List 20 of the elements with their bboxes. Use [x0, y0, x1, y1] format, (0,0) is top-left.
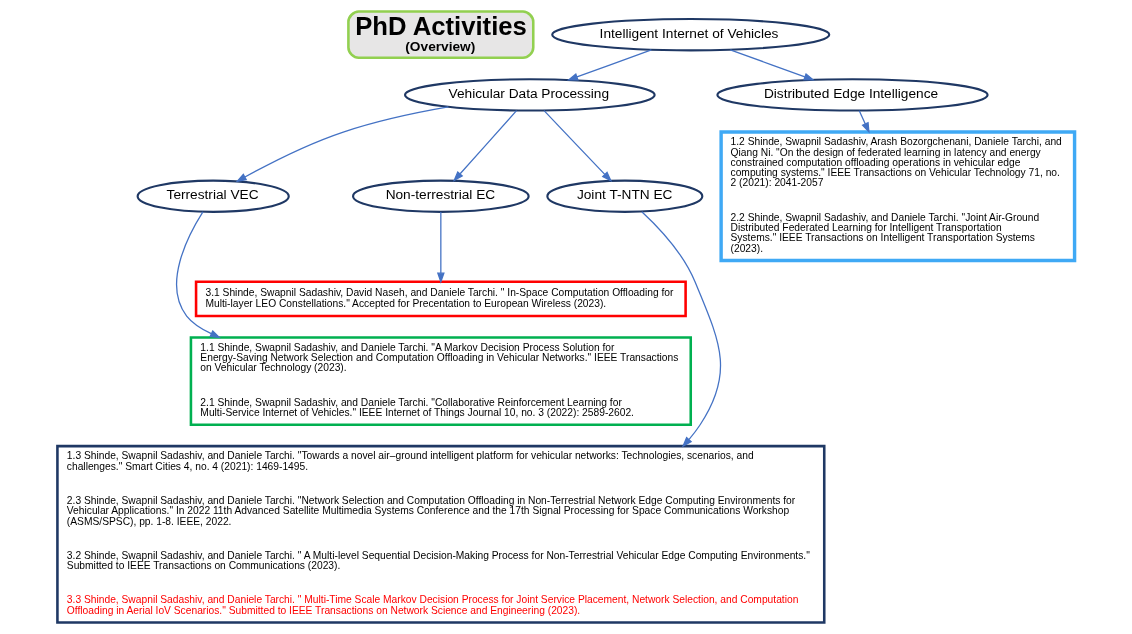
- arrow: [235, 106, 449, 183]
- node-ellipse: Terrestrial VEC: [136, 179, 290, 213]
- node-box: PhD Activities (Overview): [347, 10, 535, 60]
- arrow: [543, 110, 613, 183]
- node-ellipse: Intelligent Internet of Vehicles: [551, 17, 831, 52]
- node-ellipse: Non-terrestrial EC: [352, 179, 530, 213]
- node-ellipse: Vehicular Data Processing: [403, 78, 656, 112]
- node-ellipse: Distributed Edge Intelligence: [716, 78, 989, 112]
- arrow: [641, 211, 722, 448]
- arrow: [452, 110, 518, 182]
- node-ellipse: Joint T-NTN EC: [546, 179, 704, 213]
- arrow: [729, 49, 815, 81]
- arrow: [566, 49, 652, 81]
- arrow: [858, 110, 870, 134]
- arrow: [176, 211, 222, 339]
- node-box: 1.1 Shinde, Swapnil Sadashiv, and Daniele Tarchi. "A Markov Decision Process Solution for Energy-Saving Network Selection and Computation Offloading in Vehicular Networks." IEEE Transactions on Vehicular Technology (2023). 2.1 Shinde, Swapnil Sadashiv, and Daniele Tarchi. "Collaborative Reinforcement Learning for Multi-Service Internet of Vehicles." IEEE Internet of Things Journal 10, no. 3 (2022): 2589-2602.: [189, 336, 693, 427]
- arrow: [436, 211, 445, 284]
- node-box: 3.1 Shinde, Swapnil Sadashiv, David Naseh, and Daniele Tarchi. " In-Space Computation Offloading for Multi-layer LEO Constellations." Accepted for Precentation to European Wireless (2023).: [194, 280, 687, 318]
- node-box: 1.3 Shinde, Swapnil Sadashiv, and Daniele Tarchi. "Towards a novel air–ground intelligent platform for vehicular networks: Technologies, scenarios, and challenges." Smart Cities 4, no. 4 (2021): 1469-1495. 2.3 Shinde, Swapnil Sadashiv, and Daniele Tarchi. "Network Selection and Computation Offloading in Non-Terrestrial Network Edge Computing Environments for Vehicular Applications." In 2022 11th Advanced Satellite Multimedia Systems Conference and the 17th Signal Processing for Space Communications Workshop (ASMS/SPSC), pp. 1-8. IEEE, 2022. 3.2 Shinde, Swapnil Sadashiv, and Daniele Tarchi. " A Multi-level Sequential Decision-Making Process for Non-Terrestrial Vehicular Edge Computing Environments." Submitted to IEEE Transactions on Communications (2023). 3.3 Shinde, Swapnil Sadashiv, and Daniele Tarchi. " Multi-Time Scale Markov Decision Process for Joint Service Placement, Network Selection, and Computation Offloading in Aerial IoV Scenarios." Submitted to IEEE Transactions on Network Science and Engineering (2023).: [56, 444, 826, 624]
- node-box: 1.2 Shinde, Swapnil Sadashiv, Arash Bozorgchenani, Daniele Tarchi, and Qiang Ni. "On the design of federated learning in latency and energy constrained computation offloading operations in vehicular edge computing systems." IEEE Transactions on Vehicular Technology 71, no. 2 (2021): 2041-2057 2.2 Shinde, Swapnil Sadashiv, and Daniele Tarchi. "Joint Air-Ground Distributed Federated Learning for Intelligent Transportation Systems." IEEE Transactions on Intelligent Transportation Systems (2023).: [719, 130, 1077, 263]
